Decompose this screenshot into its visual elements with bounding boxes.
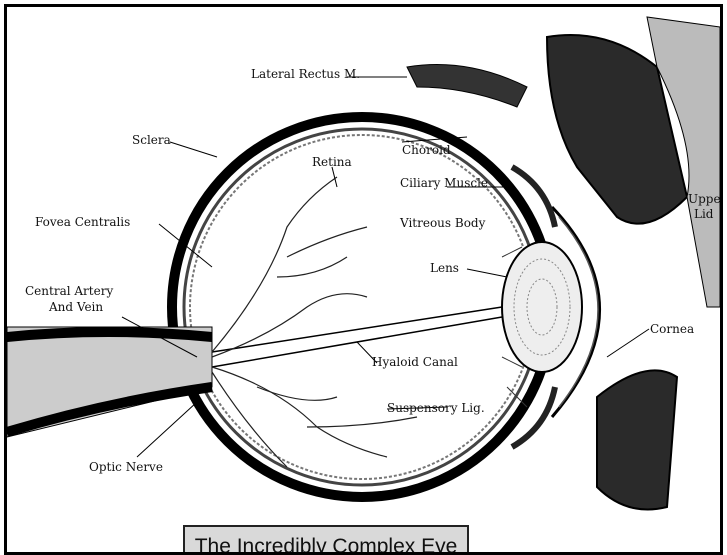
diagram-frame: Lateral Rectus M. Sclera Choroid Retina … (4, 4, 723, 555)
label-fovea: Fovea Centralis (35, 215, 130, 229)
label-suspensory: Suspensory Lig. (387, 401, 485, 415)
lateral-rectus-muscle (407, 65, 527, 108)
label-central-artery-1: Central Artery (25, 284, 113, 298)
optic-nerve-sheath-top (7, 332, 212, 337)
diagram-caption: The Incredibly Complex Eye (183, 525, 469, 555)
label-sclera: Sclera (132, 133, 171, 147)
label-upper-lid-1: Upper (688, 192, 723, 206)
label-optic-nerve: Optic Nerve (89, 460, 163, 474)
label-ciliary-muscle: Ciliary Muscle (400, 176, 488, 190)
label-vitreous: Vitreous Body (400, 216, 485, 230)
label-hyaloid: Hyaloid Canal (372, 355, 458, 369)
label-central-artery-2: And Vein (49, 300, 103, 314)
label-cornea: Cornea (650, 322, 694, 336)
label-retina: Retina (312, 155, 352, 169)
lower-eyelid (597, 370, 677, 509)
label-lens: Lens (430, 261, 459, 275)
sclera-outer (172, 117, 552, 497)
label-choroid: Choroid (402, 143, 451, 157)
label-upper-lid-2: Lid (694, 207, 714, 221)
label-lateral-rectus: Lateral Rectus M. (251, 67, 360, 81)
